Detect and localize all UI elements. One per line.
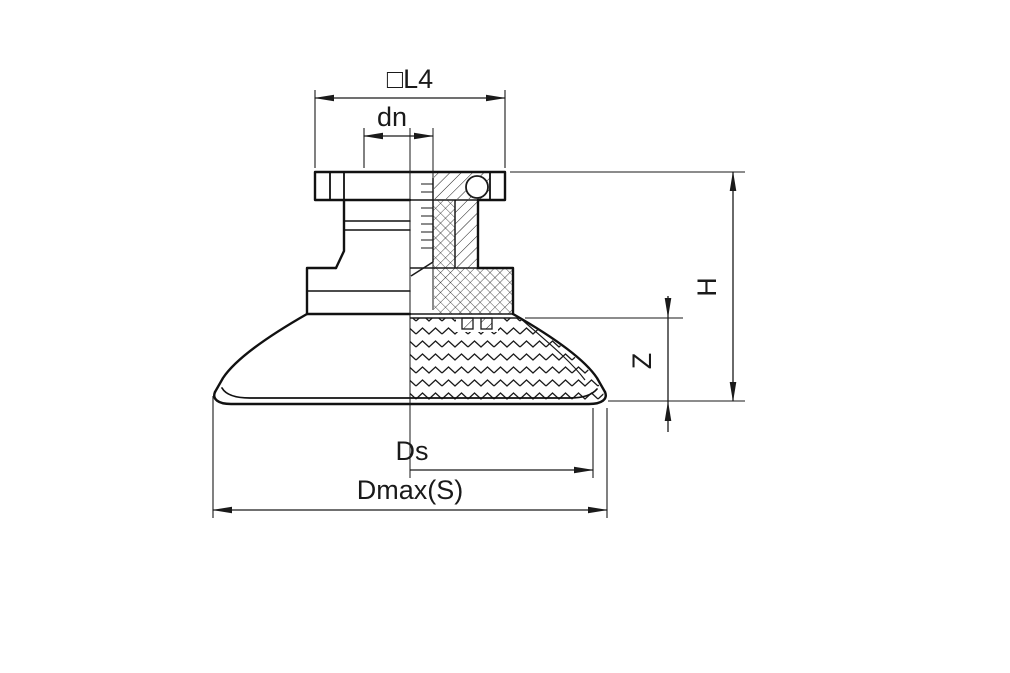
ring-section-left xyxy=(461,317,474,330)
label-dmax: Dmax(S) xyxy=(357,475,464,505)
collar-right-outline xyxy=(476,266,515,316)
dimensions xyxy=(212,90,745,518)
insert-crosshatch xyxy=(433,200,455,268)
centerline xyxy=(409,128,434,478)
dimension-dn xyxy=(363,128,434,168)
dimension-l4 xyxy=(314,90,506,168)
label-l4: □L4 xyxy=(387,64,433,94)
stem-left-outline xyxy=(334,198,346,270)
rubber-zigzag-section xyxy=(410,318,604,403)
stem-groove-lines xyxy=(343,220,411,231)
flange-left-outline xyxy=(313,170,412,202)
dimension-z xyxy=(525,296,683,432)
label-ds: Ds xyxy=(396,436,429,466)
label-z: Z xyxy=(627,353,657,370)
section-hatching xyxy=(410,173,604,403)
dimension-h xyxy=(510,171,745,402)
flange-right-outline xyxy=(408,170,507,202)
dimension-labels: □L4 dn H Z Ds Dmax(S) xyxy=(357,64,722,505)
flange-edge-lines-left xyxy=(329,171,345,201)
thread-ticks xyxy=(421,183,433,249)
ring-section-right xyxy=(480,317,493,330)
dimension-dmax xyxy=(212,396,608,518)
ball-detail xyxy=(465,175,489,199)
bell-left-outline xyxy=(213,312,309,394)
stem-wall-hatch xyxy=(455,200,478,268)
label-h: H xyxy=(692,277,722,297)
dimension-ds xyxy=(410,408,594,478)
collar-crosshatch xyxy=(434,268,513,314)
label-dn: dn xyxy=(377,102,407,132)
bell-right-outline xyxy=(511,312,607,394)
